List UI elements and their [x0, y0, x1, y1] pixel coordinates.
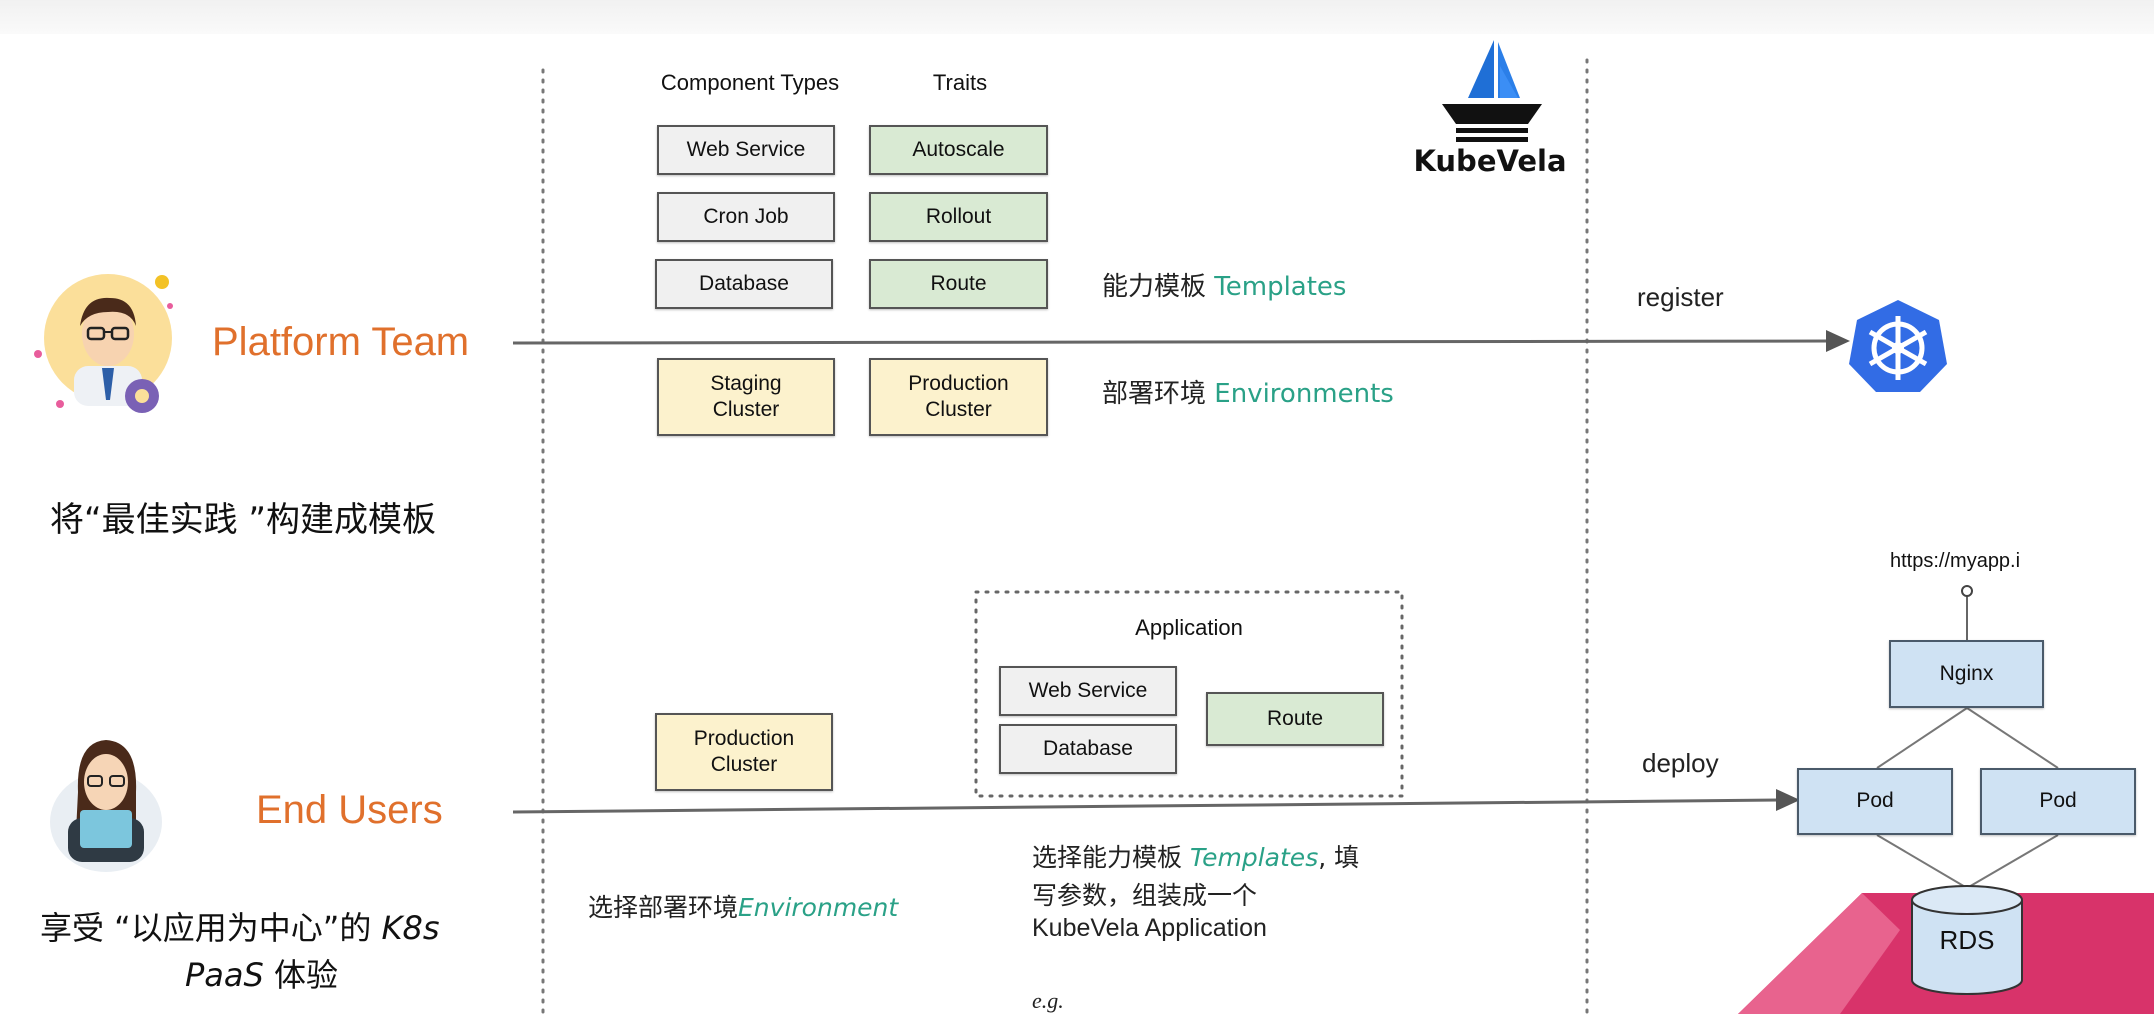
- brand-name: KubeVela: [1413, 144, 1567, 178]
- nginx-node: Nginx: [1889, 640, 2044, 708]
- choose-environment-label: 选择部署环境Environment: [588, 893, 899, 922]
- pod-node-2: Pod: [1980, 768, 2136, 835]
- component-types-header: Component Types: [660, 70, 840, 95]
- platform-avatar: [34, 270, 176, 420]
- traits-header: Traits: [932, 70, 988, 95]
- engineer-avatar-icon: [34, 274, 173, 413]
- end-users-subtitle-line2: PaaS 体验: [185, 956, 339, 994]
- user-avatar: [46, 732, 166, 872]
- kubevela-logo: KubeVela: [1400, 36, 1580, 186]
- app-web-service: Web Service: [999, 666, 1177, 716]
- kubernetes-icon: [1848, 298, 1948, 394]
- rds-cylinder: [1911, 885, 2023, 995]
- deploy-arrowhead: [1776, 789, 1800, 811]
- environments-label: 部署环境 Environments: [1102, 379, 1394, 409]
- app-database: Database: [999, 724, 1177, 774]
- platform-team-subtitle: 将“最佳实践 ”构建成模板: [50, 500, 437, 540]
- app-url: https://myapp.i: [1890, 550, 2021, 572]
- user-production-cluster: Production Cluster: [655, 713, 833, 791]
- platform-team-title: Platform Team: [212, 320, 470, 364]
- deploy-label: deploy: [1642, 748, 1719, 778]
- pod-node-1: Pod: [1797, 768, 1953, 835]
- end-users-title: End Users: [256, 788, 443, 832]
- choose-templates-line1: 选择能力模板 Templates, 填: [1032, 843, 1360, 872]
- trait-route: Route: [869, 259, 1048, 309]
- component-database: Database: [655, 259, 833, 309]
- application-title: Application: [1135, 615, 1243, 640]
- top-bar: [0, 0, 2154, 34]
- rds-label: RDS: [1939, 925, 1995, 955]
- choose-templates-line2: 写参数，组装成一个: [1032, 881, 1258, 910]
- end-users-subtitle-line1: 享受 “以应用为中心”的 K8s: [40, 909, 440, 947]
- register-label: register: [1637, 282, 1724, 312]
- url-endpoint: [1961, 585, 1973, 597]
- sailboat-icon: [1442, 40, 1542, 142]
- component-web-service: Web Service: [657, 125, 835, 175]
- application-container: [974, 590, 1404, 798]
- register-arrow: [512, 339, 1831, 345]
- app-trait-route: Route: [1206, 692, 1384, 746]
- trait-rollout: Rollout: [869, 192, 1048, 242]
- templates-label: 能力模板 Templates: [1102, 272, 1347, 302]
- env-production-cluster: Production Cluster: [869, 358, 1048, 436]
- deploy-arrow: [512, 798, 1783, 814]
- component-cron-job: Cron Job: [657, 192, 835, 242]
- trait-autoscale: Autoscale: [869, 125, 1048, 175]
- choose-templates-line3: KubeVela Application: [1032, 914, 1267, 942]
- register-arrowhead: [1826, 330, 1850, 352]
- woman-laptop-icon: [50, 740, 162, 872]
- env-staging-cluster: Staging Cluster: [657, 358, 835, 436]
- eg-label: e.g.: [1032, 988, 1064, 1013]
- decor-pink-light: [1738, 893, 1900, 1014]
